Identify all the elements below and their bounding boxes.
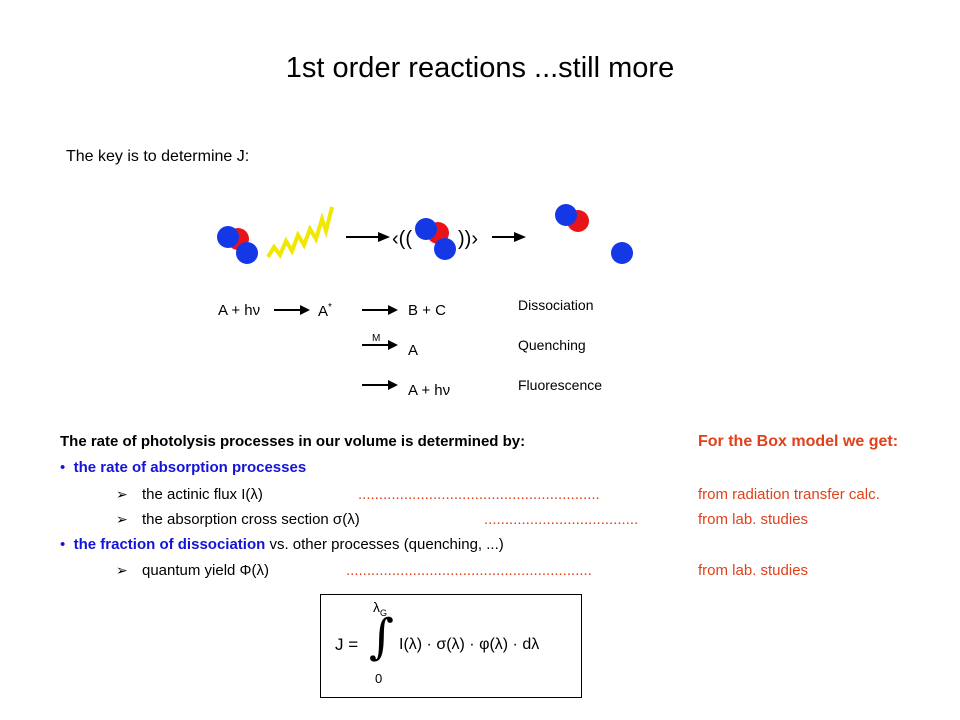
title-sub: ...still more (525, 52, 675, 84)
page-title: 1st order reactions ...still more (0, 52, 960, 85)
intermediate-symbol: A (318, 303, 329, 320)
arrow-head-1 (378, 232, 390, 242)
actinic-flux-dots: ........................................… (358, 486, 600, 503)
bullet-dot-icon: • (60, 459, 66, 476)
process-quenching: Quenching (518, 337, 586, 353)
reaction-arrow-2 (362, 305, 398, 315)
upper-limit-symbol: λ (373, 599, 380, 615)
arrow-head-2 (514, 232, 526, 242)
formula-box: J = λG ∫ 0 I(λ) · σ(λ) · φ(λ) · dλ (320, 594, 582, 698)
bullet-dissociation-fraction: • the fraction of dissociation vs. other… (60, 536, 504, 553)
atom-blue-3b (611, 242, 633, 264)
atom-blue-3a (555, 204, 577, 226)
rate-heading: The rate of photolysis processes in our … (60, 433, 526, 450)
process-fluorescence: Fluorescence (518, 377, 603, 393)
sub-cross-section: ➢ the absorption cross section σ(λ) (116, 511, 360, 528)
formula-lower-limit: 0 (375, 671, 383, 686)
integral-sign-icon: ∫ (369, 609, 395, 665)
process-dissociation: Dissociation (518, 297, 594, 313)
quantum-yield-source: from lab. studies (698, 562, 809, 579)
cross-section-source: from lab. studies (698, 511, 809, 528)
arrowhead-bullet-icon: ➢ (116, 562, 128, 578)
dissociation-fraction-highlight: the fraction of dissociation (73, 536, 266, 553)
product-quenching: A (408, 342, 419, 359)
box-model-heading: For the Box model we get: (698, 433, 899, 450)
atom-blue-2a (415, 218, 437, 240)
atom-blue-1b (236, 242, 258, 264)
reaction-arrow-1 (274, 305, 310, 315)
formula-upper-limit: λG (373, 599, 387, 618)
atom-blue-2b (434, 238, 456, 260)
dissociation-fraction-rest: vs. other processes (quenching, ...) (265, 536, 504, 553)
cross-section-dots: ..................................... (484, 511, 639, 528)
arrowhead-bullet-icon: ➢ (116, 486, 128, 502)
quantum-yield-text: quantum yield Φ(λ) (142, 562, 270, 579)
cross-section-text: the absorption cross section σ(λ) (142, 511, 360, 528)
quench-partner-label: M (372, 333, 381, 344)
formula-integrand: I(λ) · σ(λ) · φ(λ) · dλ (399, 636, 540, 653)
sub-quantum-yield: ➢ quantum yield Φ(λ) (116, 562, 269, 579)
arrowhead-bullet-icon: ➢ (116, 511, 128, 527)
sub-actinic-flux: ➢ the actinic flux I(λ) (116, 486, 263, 503)
upper-limit-sub: G (380, 607, 388, 618)
title-main: 1st order reactions (285, 52, 526, 84)
atom-blue-1a (217, 226, 239, 248)
actinic-flux-source: from radiation transfer calc. (698, 486, 880, 503)
vibration-left-icon: ‹(( (392, 228, 412, 250)
key-statement: The key is to determine J: (66, 148, 250, 165)
product-dissociation: B + C (408, 302, 446, 319)
intermediate-star: * (328, 302, 332, 313)
photolysis-illustration: ‹(( ))› (217, 204, 633, 264)
reaction-arrow-4 (362, 380, 398, 390)
reaction-intermediate: A* (318, 302, 332, 320)
product-fluorescence: A + hν (408, 382, 451, 399)
bullet-dot-icon: • (60, 536, 66, 553)
bullet-absorption-text: the rate of absorption processes (73, 459, 307, 476)
actinic-flux-text: the actinic flux I(λ) (142, 486, 263, 503)
reaction-reactant: A + hν (218, 302, 261, 319)
vibration-right-icon: ))› (458, 228, 478, 250)
photon-wave-icon (266, 206, 334, 259)
formula-lhs: J = (335, 635, 359, 654)
reaction-arrow-3 (362, 340, 398, 350)
bullet-absorption: • the rate of absorption processes (60, 459, 306, 476)
quantum-yield-dots: ........................................… (346, 562, 592, 579)
